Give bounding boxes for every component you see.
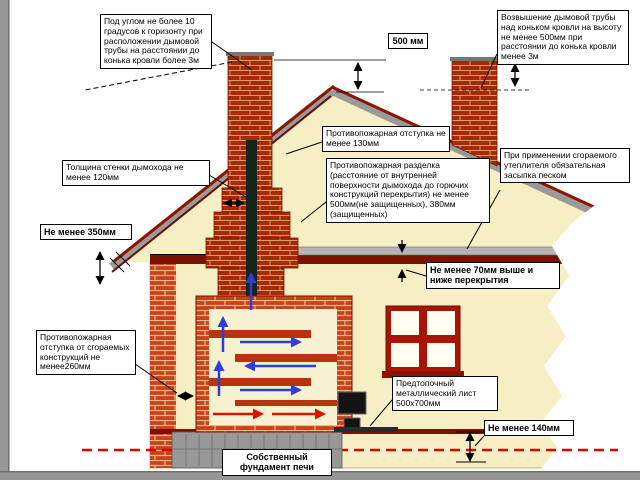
window bbox=[382, 305, 464, 378]
callout-otstupka-130: Противопожарная отступка не менее 130мм bbox=[322, 126, 450, 152]
chimney-right-cap bbox=[450, 57, 499, 61]
stove-baffle bbox=[209, 330, 311, 338]
stove-baffle bbox=[235, 400, 337, 406]
torn-edge bbox=[540, 205, 640, 470]
callout-angle-rule: Под углом не более 10 градусов к горизон… bbox=[100, 14, 212, 69]
callout-sand-fill: При применении сгораемого утеплителя обя… bbox=[500, 148, 630, 184]
stove-baffle bbox=[209, 378, 311, 386]
window-mullion-horizontal bbox=[391, 335, 455, 343]
callout-elevation-rule: Возвышение дымовой трубы над коньком кро… bbox=[497, 10, 629, 65]
roof-break-mark bbox=[115, 251, 131, 267]
callout-min-350: Не менее 350мм bbox=[40, 224, 132, 241]
roof-break-mark bbox=[109, 257, 125, 273]
sand-layer bbox=[297, 246, 581, 256]
callout-razdelka: Противопожарная разделка (расстояние от … bbox=[326, 158, 490, 223]
callout-wall-thickness: Толщина стенки дымохода не менее 120мм bbox=[62, 160, 210, 186]
callout-500mm: 500 мм bbox=[388, 33, 428, 50]
callout-foundation: Собственный фундамент печи bbox=[222, 449, 332, 476]
stove-baffle bbox=[235, 354, 337, 362]
metal-sheet bbox=[334, 427, 398, 432]
callout-min-140: Не менее 140мм bbox=[484, 420, 574, 437]
window-sill bbox=[382, 371, 464, 378]
callout-otstupka-260: Противопожарная отступка от сгораемых ко… bbox=[36, 330, 136, 376]
chimney-right bbox=[450, 57, 499, 167]
ceiling-band bbox=[150, 255, 580, 264]
callout-metal-sheet: Предтопочный металлический лист 500x700м… bbox=[392, 376, 498, 412]
firebox-door bbox=[337, 391, 367, 415]
callout-min-70: Не менее 70мм выше и ниже перекрытия bbox=[426, 262, 560, 289]
chimney-cap bbox=[226, 52, 274, 56]
flue-channel bbox=[246, 140, 257, 300]
flow-arrows bbox=[213, 272, 326, 420]
dimension-arrows bbox=[95, 59, 531, 463]
